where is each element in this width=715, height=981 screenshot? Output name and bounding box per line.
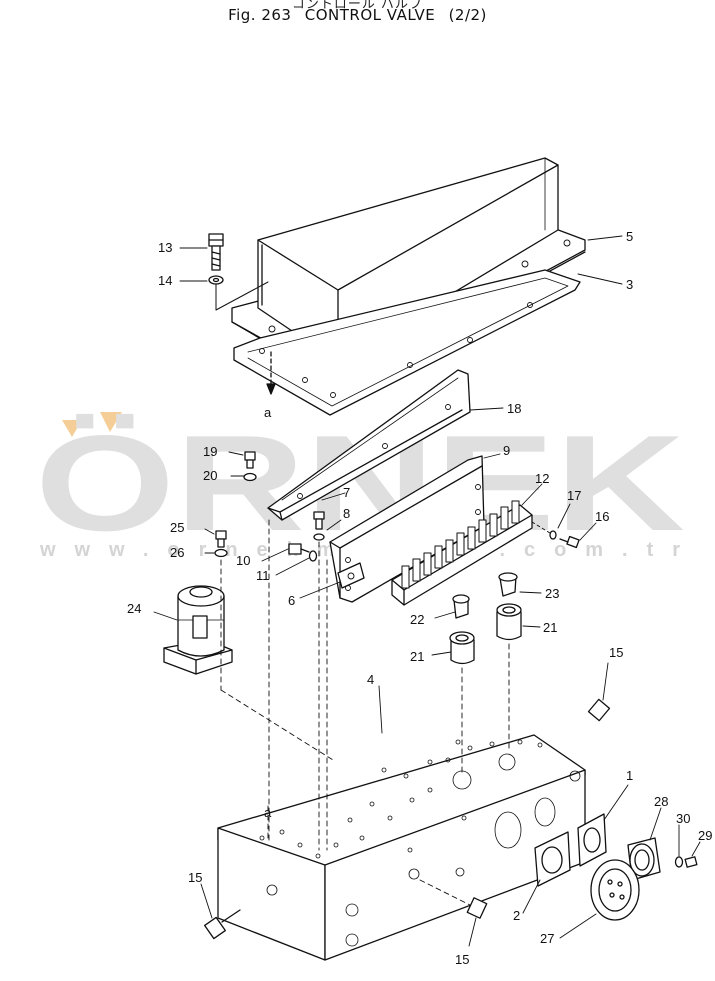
- english-title: Fig. 263 CONTROL VALVE (2/2): [0, 6, 715, 24]
- callout-25: 25: [170, 520, 184, 535]
- callout-17: 17: [567, 488, 581, 503]
- valve-body-part-4: [217, 734, 586, 961]
- screw-part-16: [559, 535, 580, 549]
- bracket-part-6: [337, 562, 365, 589]
- bolt-part-13: [208, 233, 224, 271]
- screw-part-19: [244, 451, 256, 469]
- callout-10: 10: [236, 553, 250, 568]
- washer-part-26: [214, 548, 228, 558]
- reference-label-a-top: a: [264, 405, 272, 420]
- gasket-part-3: [233, 269, 581, 416]
- watermark-accent-mark: [62, 420, 82, 437]
- callout-20: 20: [203, 468, 217, 483]
- figure-name: CONTROL VALVE: [304, 6, 436, 24]
- gasket-part-2: [534, 831, 571, 887]
- callout-12: 12: [535, 471, 549, 486]
- callout-6: 6: [288, 593, 295, 608]
- callout-2: 2: [513, 908, 520, 923]
- washer-part-8: [313, 533, 325, 541]
- callout-5: 5: [626, 229, 633, 244]
- reference-arrow-a-top: [266, 351, 276, 395]
- callout-26: 26: [170, 545, 184, 560]
- bolt-13-leader: [215, 281, 269, 311]
- terminal-block-part-12: [391, 500, 533, 606]
- callout-18: 18: [507, 401, 521, 416]
- callout-4: 4: [367, 672, 374, 687]
- angle-bracket-part-18: [267, 369, 471, 521]
- gasket-part-1: [577, 813, 607, 867]
- screw-part-7: [313, 511, 325, 530]
- screw-part-25: [215, 530, 227, 548]
- callout-14: 14: [158, 273, 172, 288]
- figure-sheet: (2/2): [448, 6, 487, 24]
- washer-part-20: [243, 472, 257, 482]
- callout-27: 27: [540, 931, 554, 946]
- callout-1: 1: [626, 768, 633, 783]
- callout-28: 28: [654, 794, 668, 809]
- callout-19: 19: [203, 444, 217, 459]
- callout-11: 11: [256, 568, 270, 583]
- figure-number: Fig. 263: [228, 6, 292, 24]
- screw-part-29: [684, 856, 698, 868]
- callout-21-right: 21: [543, 620, 557, 635]
- callout-15-left: 15: [188, 870, 202, 885]
- solenoid-part-24: [163, 585, 233, 675]
- callout-15-bottom: 15: [455, 952, 469, 967]
- washer-part-30: [674, 856, 684, 868]
- callout-8: 8: [343, 506, 350, 521]
- plug-part-15-right: [587, 698, 611, 722]
- assembly-lines: [220, 519, 510, 906]
- callout-7: 7: [343, 485, 350, 500]
- reference-label-a-bottom: a: [264, 805, 272, 820]
- callout-9: 9: [503, 443, 510, 458]
- washer-part-14: [208, 275, 224, 285]
- callout-3: 3: [626, 277, 633, 292]
- screw-part-10: [288, 543, 310, 555]
- callout-13: 13: [158, 240, 172, 255]
- plug-part-15-bottom: [466, 897, 488, 919]
- washer-part-17: [549, 530, 557, 540]
- callout-16: 16: [595, 509, 609, 524]
- leader-lines: [153, 235, 701, 947]
- callout-29: 29: [698, 828, 712, 843]
- cap-part-23: [498, 572, 518, 597]
- callout-21-left: 21: [410, 649, 424, 664]
- callout-22: 22: [410, 612, 424, 627]
- callout-30: 30: [676, 811, 690, 826]
- connector-part-27: [590, 859, 640, 921]
- japanese-title: コントロール バルブ: [291, 0, 424, 12]
- callout-24: 24: [127, 601, 141, 616]
- callout-15-right: 15: [609, 645, 623, 660]
- screw-16-leader: [531, 521, 551, 534]
- callout-23: 23: [545, 586, 559, 601]
- sleeve-part-21-right: [496, 603, 522, 641]
- sleeve-part-21-left: [449, 631, 475, 665]
- washer-part-11: [308, 550, 318, 562]
- cap-part-22: [452, 594, 470, 619]
- watermark: ÖRNEK www.ornekmakina.com.tr: [35, 407, 685, 561]
- plug-part-15-left: [204, 909, 241, 940]
- watermark-accent-mark: [100, 412, 122, 432]
- callout-labels: 13 14 5 3 a 18 9 19 20 7 8 12 17 16 25 2…: [127, 229, 712, 967]
